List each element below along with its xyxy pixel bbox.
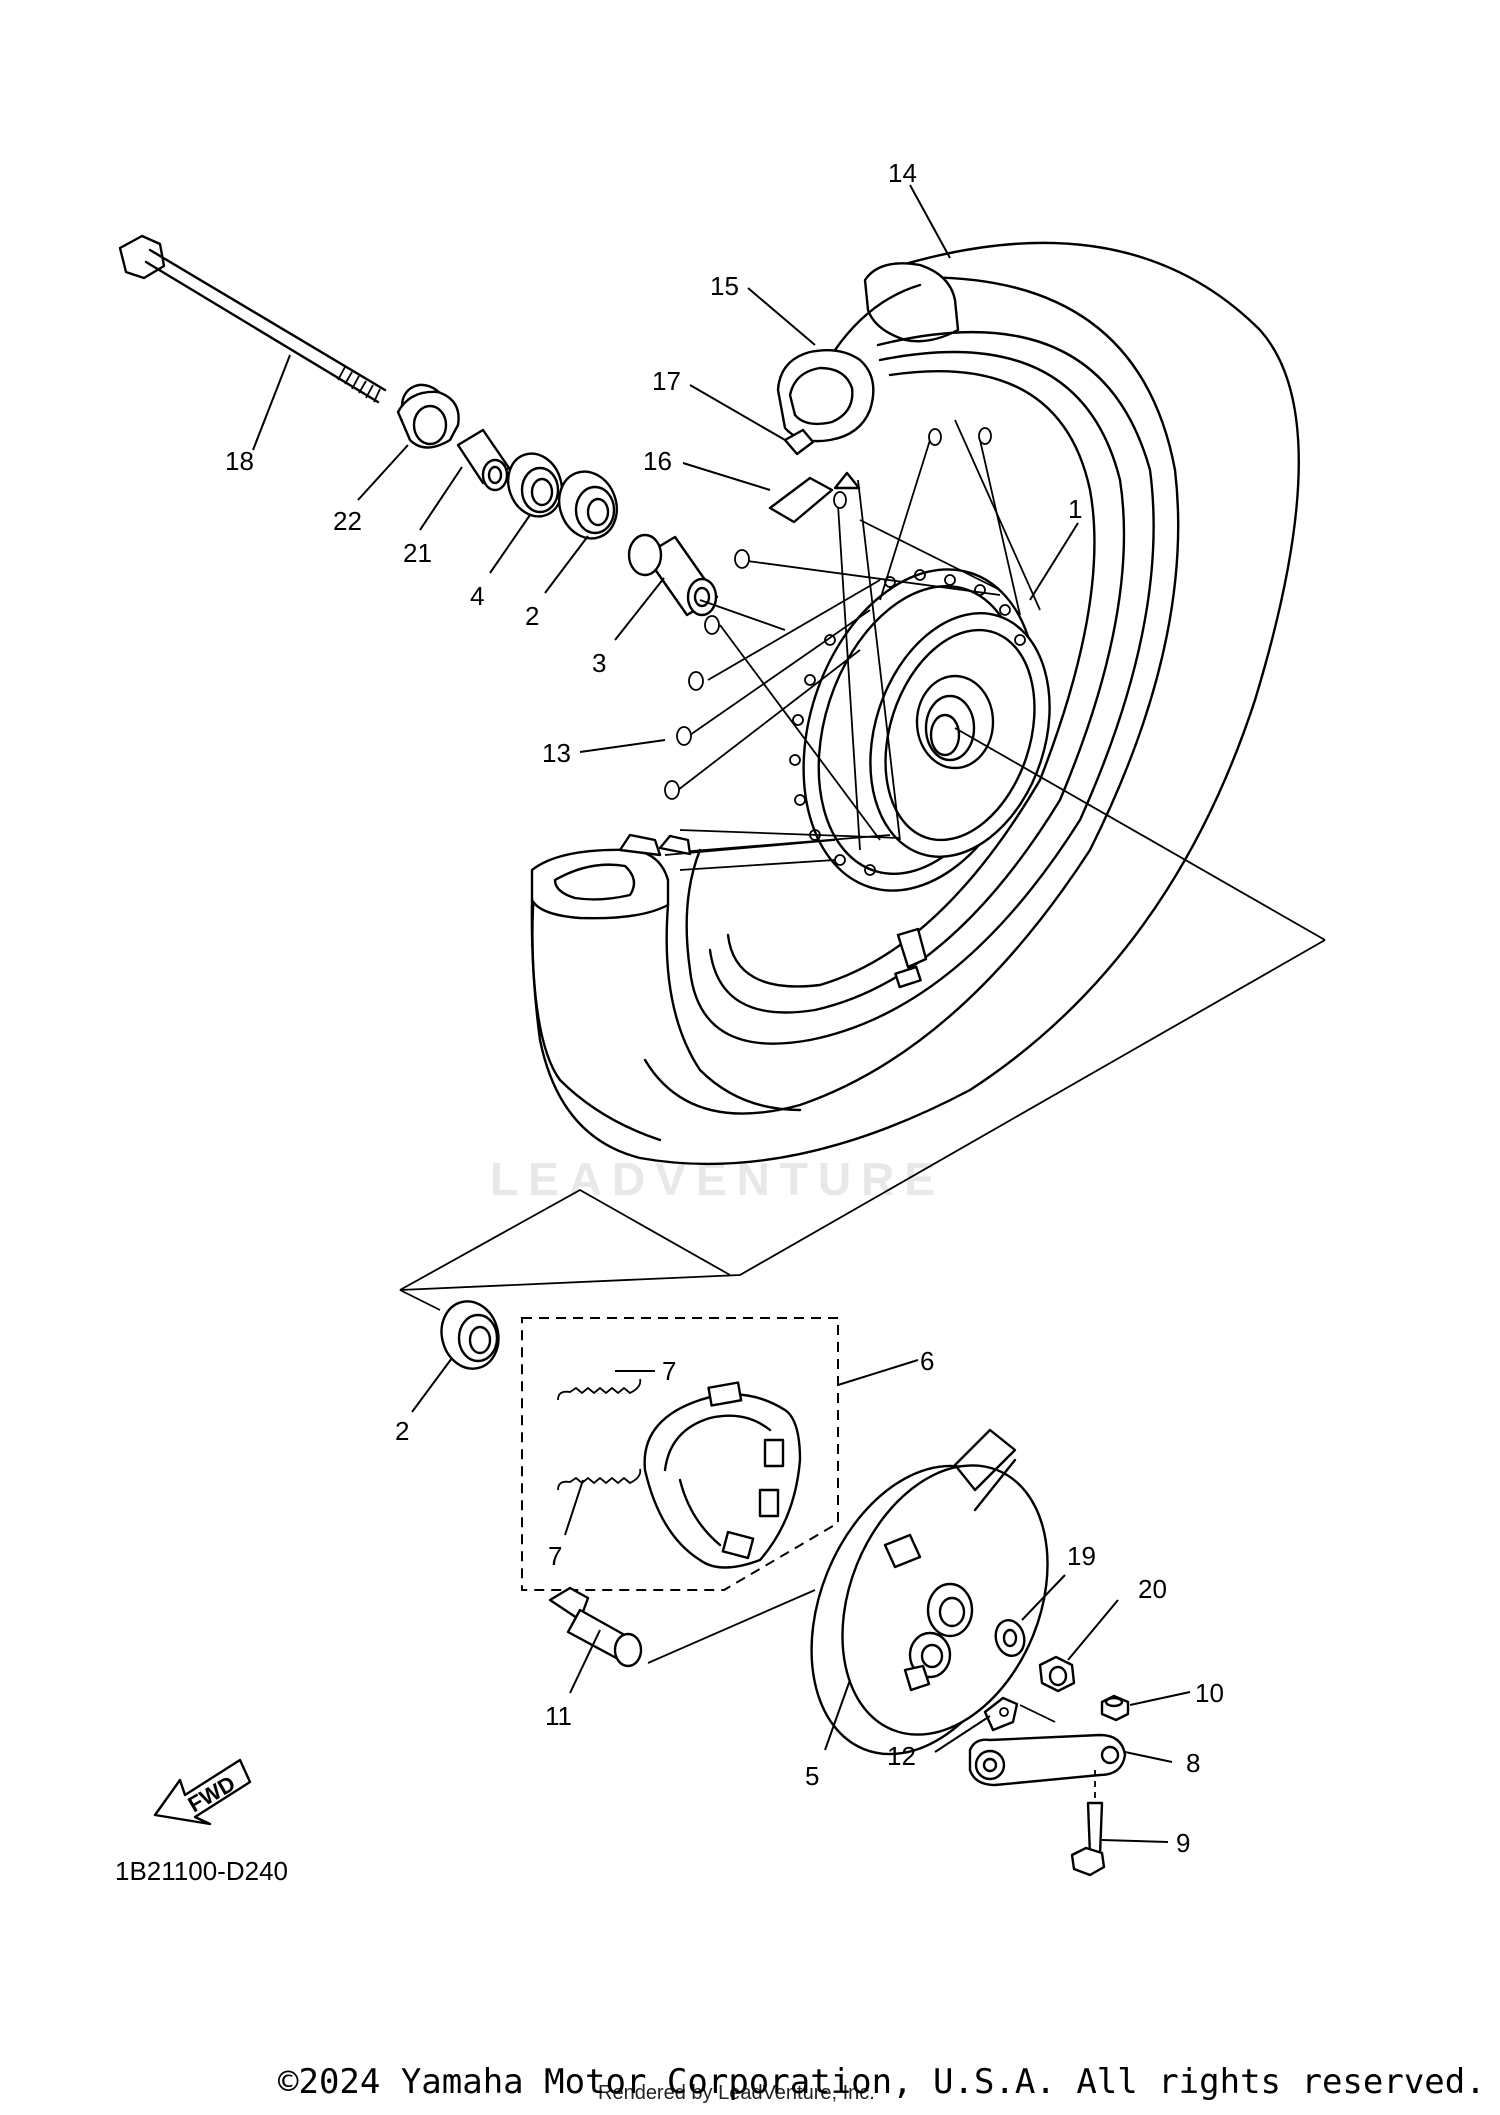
label-part-19: 19 [1067, 1541, 1096, 1571]
wheel-hub [789, 568, 1051, 892]
label-part-22: 22 [333, 506, 362, 536]
label-part-4: 4 [470, 581, 484, 611]
copyright-notice: ©2024 Yamaha Motor Corporation, U.S.A. A… [278, 2062, 1486, 2102]
label-part-3: 3 [592, 648, 606, 678]
spoke-heads [664, 427, 992, 800]
front-wheel-assembly [530, 241, 1300, 1166]
label-part-7-lower: 7 [548, 1541, 562, 1571]
label-part-14: 14 [888, 158, 917, 188]
bearing-4 [507, 452, 563, 518]
rim-band [768, 476, 834, 524]
label-part-17: 17 [652, 366, 681, 396]
brake-camshaft-lever [968, 1733, 1127, 1787]
fwd-arrow-icon: FWD [153, 1758, 252, 1826]
axle [118, 234, 387, 404]
diagram-code: 1B21100-D240 [115, 1856, 288, 1886]
label-part-16: 16 [643, 446, 672, 476]
label-part-7-upper: 7 [662, 1356, 676, 1386]
brake-shoe-kit [521, 1317, 839, 1591]
spacer-3 [627, 533, 719, 617]
label-part-9: 9 [1176, 1828, 1190, 1858]
rendered-by-credit: Rendered by LeadVenture, Inc. [598, 2082, 875, 2104]
axis-lines [399, 599, 1326, 1664]
spacer-21 [456, 428, 511, 492]
label-part-5: 5 [805, 1761, 819, 1791]
part-labels: 1 2 2 3 4 5 6 7 7 8 9 10 11 12 13 14 15 … [115, 158, 1224, 1886]
wear-indicator [983, 1696, 1056, 1732]
rim [685, 330, 1155, 1045]
label-part-1: 1 [1068, 494, 1082, 524]
bolt-9 [1070, 1770, 1106, 1877]
brake-camshaft [548, 1586, 643, 1668]
label-part-6: 6 [920, 1346, 934, 1376]
label-part-15: 15 [710, 271, 739, 301]
label-part-18: 18 [225, 446, 254, 476]
label-part-2-upper: 2 [525, 601, 539, 631]
label-part-10: 10 [1195, 1678, 1224, 1708]
brake-shoe-plate [810, 1428, 1049, 1756]
label-part-8: 8 [1186, 1748, 1200, 1778]
label-part-12: 12 [887, 1741, 916, 1771]
axle-collar [396, 383, 460, 449]
leader-lines [252, 184, 1191, 1843]
tire-cut-end [530, 848, 670, 920]
tire-valve [896, 927, 928, 969]
washer-19 [994, 1619, 1026, 1657]
tube [776, 349, 875, 443]
label-part-13: 13 [542, 738, 571, 768]
label-part-20: 20 [1138, 1574, 1167, 1604]
tire-top-cut [863, 262, 960, 343]
brake-springs [557, 1378, 642, 1491]
bearing-2-upper [558, 470, 618, 540]
label-part-11: 11 [545, 1701, 572, 1731]
label-part-21: 21 [403, 538, 432, 568]
label-part-2-lower: 2 [395, 1416, 409, 1446]
nut-10 [1100, 1694, 1130, 1722]
nut-20 [1038, 1655, 1076, 1693]
spokes [664, 419, 1041, 871]
bearing-2-lower [440, 1300, 500, 1370]
